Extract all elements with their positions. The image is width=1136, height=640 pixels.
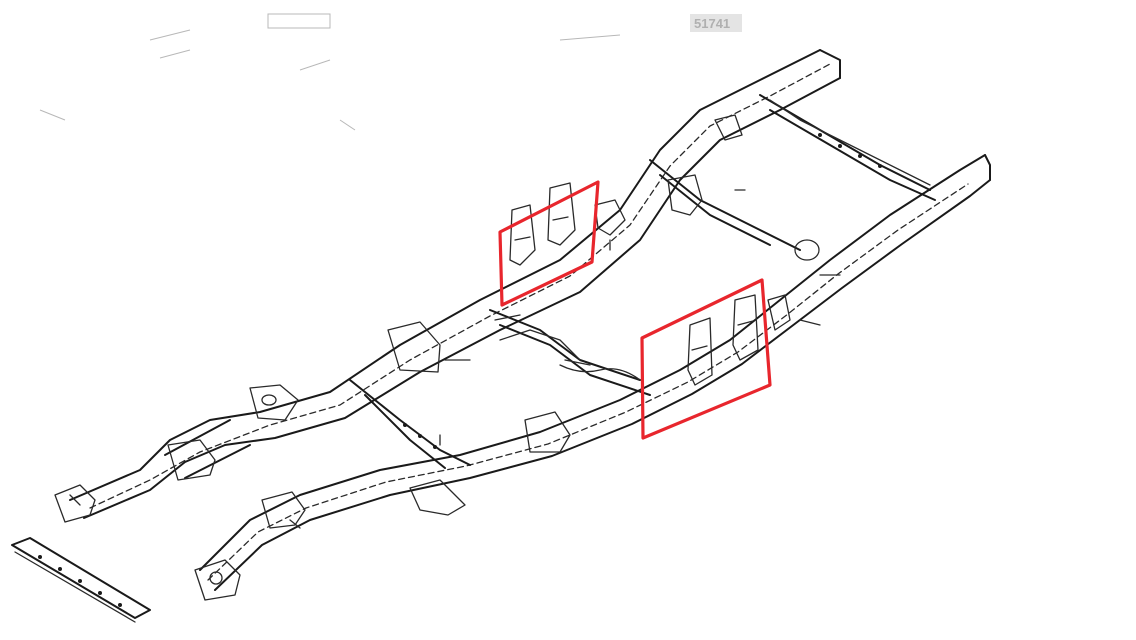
highlight-box-right: [640, 278, 772, 440]
highlight-boxes: [498, 180, 772, 440]
body-mount-4: [524, 411, 571, 453]
body-mount-3: [409, 479, 466, 516]
rear-crossmember: [759, 94, 936, 201]
body-mount-1: [249, 384, 299, 421]
highlighted-brackets: [509, 182, 759, 386]
crossmember-3: [489, 309, 651, 396]
engine-mount-center: [387, 321, 441, 373]
lower-rail-bottom: [214, 179, 991, 591]
crossmember-2: [349, 379, 471, 469]
mounts: [54, 114, 820, 601]
bumper-reinforcement: [11, 537, 151, 623]
bracket-pair-right-b: [732, 294, 759, 361]
front-mount-left: [54, 484, 96, 523]
highlight-box-left: [498, 180, 600, 307]
rear-bracket-top: [714, 114, 743, 141]
front-crossmember: [164, 419, 251, 479]
crossmember-4: [649, 159, 801, 251]
engine-mount-left: [167, 439, 216, 481]
ref-label: 51741: [694, 16, 730, 31]
bracket-pair-right-a: [687, 317, 713, 386]
body-mount-2: [261, 491, 306, 529]
rear-spring-eye: [794, 239, 820, 261]
ref-label-box: [690, 14, 742, 32]
upper-rail-top: [69, 49, 821, 501]
lower-rail-top: [199, 154, 986, 571]
rear-bracket-right: [767, 294, 791, 331]
cable-routing: [559, 364, 641, 381]
cross-members: [164, 94, 936, 479]
spring-hanger-front: [594, 199, 626, 236]
upper-rail-bottom: [83, 77, 841, 519]
bracket-pair-left-b: [547, 182, 576, 246]
exhaust-hanger: [494, 314, 591, 366]
spring-hanger-rear: [667, 174, 703, 216]
front-mount-right: [194, 559, 241, 601]
bracket-pair-left-a: [509, 204, 536, 266]
leader-lines: [289, 189, 841, 529]
frame-rails: [69, 49, 991, 591]
ghost-marks: 51741: [39, 13, 742, 131]
